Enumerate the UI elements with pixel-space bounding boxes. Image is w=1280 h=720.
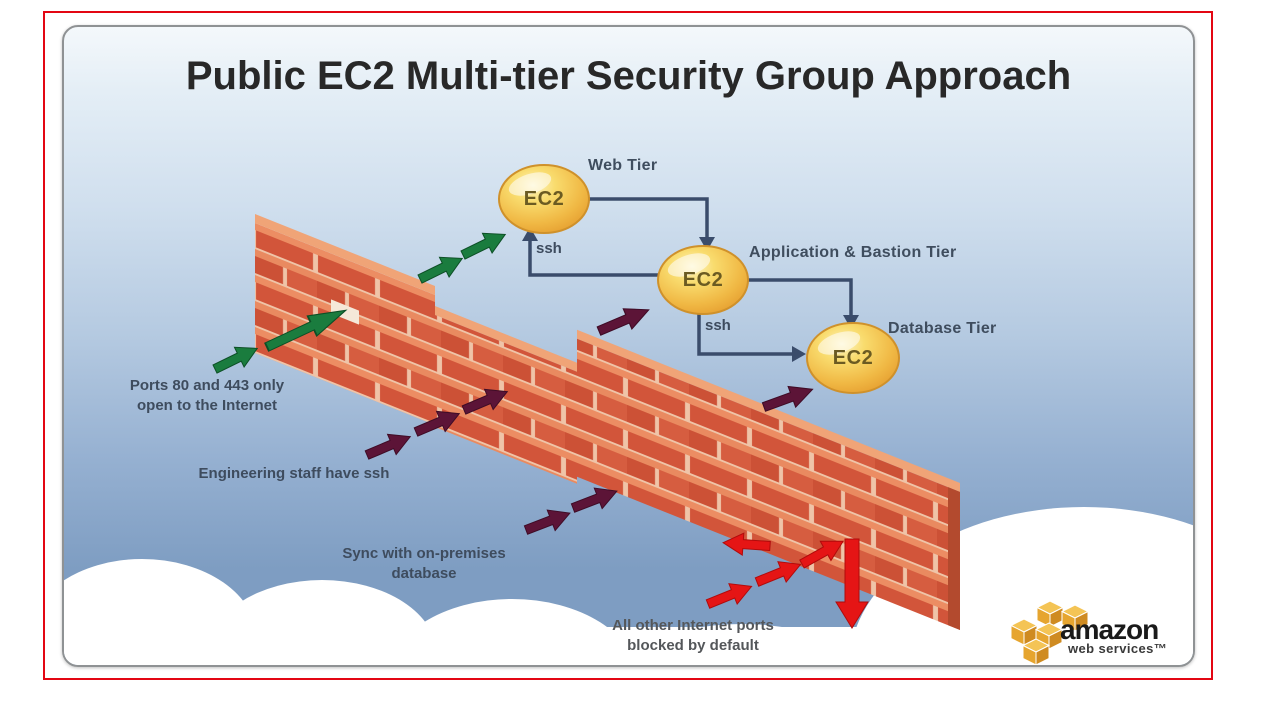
web-tier-label: Web Tier bbox=[588, 157, 658, 174]
ssh-label-web: ssh bbox=[536, 240, 562, 257]
annotation-line: All other Internet ports bbox=[612, 617, 774, 634]
red-frame-border bbox=[43, 11, 1213, 680]
annotation-line: Sync with on-premises bbox=[342, 545, 506, 562]
annotation-sync-database: Sync with on-premises database bbox=[319, 544, 529, 584]
connector-app-to-db bbox=[748, 278, 853, 317]
missing-brick-hole bbox=[331, 299, 359, 325]
ssh-label-db: ssh bbox=[705, 317, 731, 334]
slide-title: Public EC2 Multi-tier Security Group App… bbox=[185, 54, 1072, 98]
ec2-web-label: EC2 bbox=[523, 188, 565, 210]
annotation-line: blocked by default bbox=[627, 637, 759, 654]
slide-panel: Public EC2 Multi-tier Security Group App… bbox=[62, 25, 1195, 667]
aws-logo-brand: amazon bbox=[1060, 614, 1159, 645]
annotation-blocked-ports: All other Internet ports blocked by defa… bbox=[578, 616, 808, 656]
connector-ssh-app-to-db bbox=[697, 314, 792, 356]
blocked-traffic-arrows bbox=[703, 531, 869, 629]
annotation-ports-80-443: Ports 80 and 443 only open to the Intern… bbox=[92, 376, 322, 416]
ec2-node-db bbox=[806, 322, 900, 394]
db-tier-label: Database Tier bbox=[888, 320, 997, 337]
annotation-line: Engineering staff have ssh bbox=[198, 465, 390, 482]
cloud-band bbox=[64, 507, 1193, 665]
annotation-line: database bbox=[391, 565, 457, 582]
flow-connector-arrowheads bbox=[522, 227, 859, 362]
annotation-line: Ports 80 and 443 only bbox=[129, 377, 285, 394]
firewall-brick-wall bbox=[255, 214, 960, 630]
aws-logo: amazon web services™ bbox=[1060, 614, 1168, 657]
flow-connectors bbox=[528, 197, 853, 356]
ec2-app-label: EC2 bbox=[682, 269, 724, 291]
annotation-engineering-ssh: Engineering staff have ssh bbox=[164, 464, 424, 484]
connector-web-to-app bbox=[589, 197, 709, 239]
app-tier-label: Application & Bastion Tier bbox=[749, 244, 957, 261]
ec2-node-app bbox=[657, 245, 749, 315]
aws-logo-subtitle: web services™ bbox=[1068, 641, 1168, 656]
ec2-db-label: EC2 bbox=[832, 347, 874, 369]
ec2-node-web bbox=[498, 164, 590, 234]
diagram-scene bbox=[64, 164, 1193, 665]
annotation-line: open to the Internet bbox=[137, 397, 277, 414]
blocked-down-arrow bbox=[835, 538, 869, 629]
connector-ssh-app-to-web bbox=[528, 239, 658, 277]
